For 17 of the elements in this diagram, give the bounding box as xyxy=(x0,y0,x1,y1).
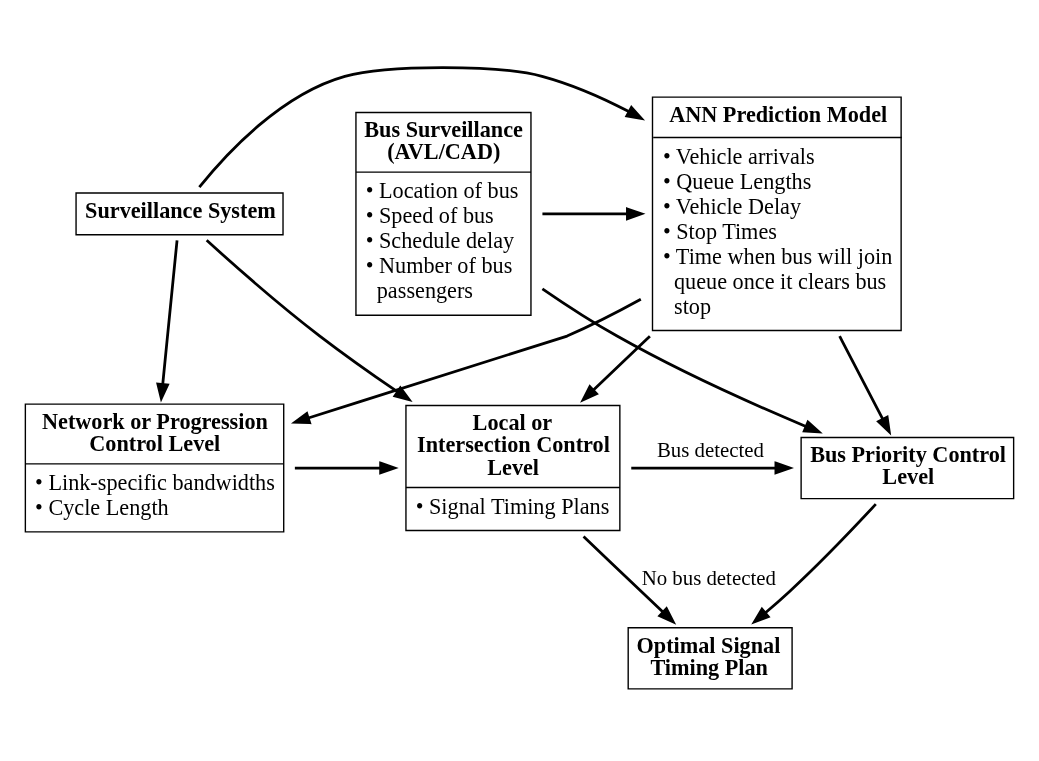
node-box: Bus Priority Control Level xyxy=(800,436,1015,499)
arrow xyxy=(631,460,794,475)
edge-label: No bus detected xyxy=(641,565,776,590)
arrow xyxy=(582,535,677,625)
node-box: Surveillance System xyxy=(75,191,284,235)
arrow xyxy=(751,502,877,625)
arrow xyxy=(198,65,646,188)
edge-label: Bus detected xyxy=(656,437,764,462)
node-box: Optimal Signal Timing Plan xyxy=(627,626,793,690)
arrow xyxy=(290,297,642,424)
arrow xyxy=(205,238,413,402)
arrow xyxy=(541,287,823,433)
arrow xyxy=(156,239,179,402)
arrow xyxy=(294,460,399,475)
arrow xyxy=(838,335,892,435)
arrow xyxy=(580,334,651,403)
arrow xyxy=(542,206,646,221)
